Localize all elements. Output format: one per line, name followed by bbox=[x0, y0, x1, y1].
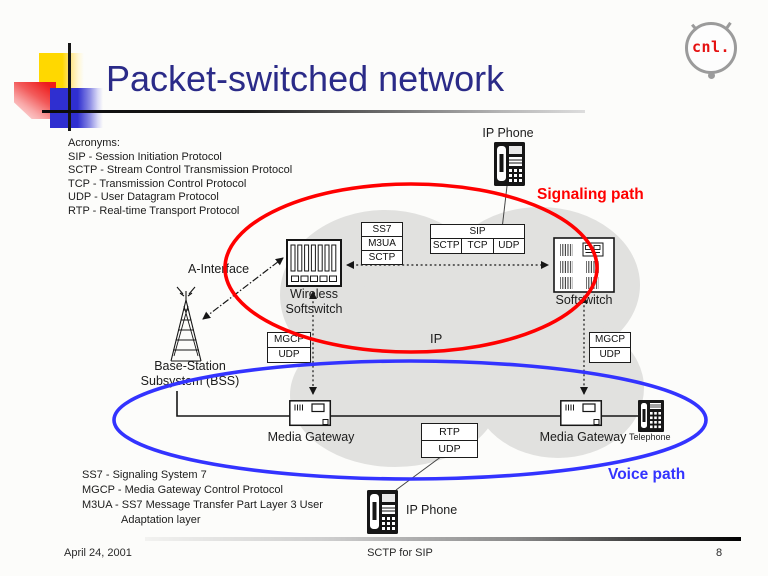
media-gateway-right-label: Media Gateway bbox=[539, 430, 627, 444]
protocol-cell: MGCP bbox=[595, 334, 625, 345]
signaling-path-label: Signaling path bbox=[537, 186, 644, 203]
title-underline bbox=[42, 110, 585, 113]
acronyms-heading: Acronyms: bbox=[68, 137, 120, 149]
protocol-cell: M3UA bbox=[362, 236, 402, 250]
acronym-item: UDP - User Datagram Protocol bbox=[68, 191, 219, 204]
media-gateway-right-icon bbox=[560, 400, 603, 427]
acronym-item: SCTP - Stream Control Transmission Proto… bbox=[68, 164, 293, 177]
acronym-item: MGCP - Media Gateway Control Protocol bbox=[82, 484, 283, 496]
ip-phone-bottom-icon bbox=[366, 489, 399, 535]
ip-phone-top-icon bbox=[493, 141, 526, 187]
ip-cloud-label: IP bbox=[430, 331, 443, 346]
protocol-cell: TCP bbox=[461, 239, 492, 253]
acronyms-top: Acronyms: SIP - Session Initiation Proto… bbox=[68, 137, 292, 219]
acronym-item: M3UA - SS7 Message Transfer Part Layer 3… bbox=[82, 499, 323, 511]
protocol-cell: SCTP bbox=[362, 250, 402, 264]
protocol-cell: MGCP bbox=[274, 334, 304, 345]
footer-page-number: 8 bbox=[716, 547, 723, 559]
footer-title: SCTP for SIP bbox=[367, 547, 433, 559]
media-gateway-left-icon bbox=[289, 400, 332, 427]
footer-date: April 24, 2001 bbox=[64, 547, 132, 559]
base-station-tower-icon bbox=[170, 286, 202, 362]
a-interface-label: A-Interface bbox=[188, 262, 250, 276]
rtp-udp-stack: RTP UDP bbox=[421, 423, 478, 458]
softswitch-icon bbox=[553, 237, 615, 293]
softswitch-label: Softswitch bbox=[555, 293, 613, 307]
cnl-logo: cnl. bbox=[685, 22, 737, 74]
acronym-item: RTP - Real-time Transport Protocol bbox=[68, 204, 240, 217]
acronyms-bottom: SS7 - Signaling System 7 MGCP - Media Ga… bbox=[82, 468, 323, 528]
mgcp-udp-stack-right: MGCP UDP bbox=[589, 332, 631, 363]
footer-rule bbox=[145, 537, 741, 541]
protocol-cell: RTP bbox=[439, 426, 460, 438]
protocol-cell: UDP bbox=[422, 440, 477, 457]
decor-blue-square bbox=[50, 88, 103, 128]
wireless-softswitch-label-line1: Wireless bbox=[290, 287, 338, 301]
telephone-label: Telephone bbox=[629, 432, 671, 442]
ip-phone-bottom-label: IP Phone bbox=[406, 503, 458, 517]
mgcp-udp-stack-left: MGCP UDP bbox=[267, 332, 311, 363]
acronym-item: Adaptation layer bbox=[121, 514, 201, 526]
bss-label-line2: Subsystem (BSS) bbox=[140, 374, 240, 388]
wireless-softswitch-label-line2: Softswitch bbox=[285, 302, 343, 316]
media-gateway-left-label: Media Gateway bbox=[267, 430, 355, 444]
acronym-item: SS7 - Signaling System 7 bbox=[82, 469, 207, 481]
protocol-cell: SIP bbox=[469, 226, 486, 237]
acronym-item: SIP - Session Initiation Protocol bbox=[68, 150, 222, 163]
protocol-cell: SCTP bbox=[432, 240, 460, 251]
telephone-icon bbox=[638, 400, 664, 432]
voice-path-label: Voice path bbox=[608, 466, 686, 483]
protocol-cell: SS7 bbox=[372, 224, 392, 235]
logo-dot bbox=[708, 72, 715, 79]
wireless-softswitch-icon bbox=[286, 239, 342, 287]
protocol-cell: UDP bbox=[268, 347, 310, 362]
ss7-m3ua-sctp-stack: SS7 M3UA SCTP bbox=[361, 222, 403, 265]
page-title: Packet-switched network bbox=[106, 58, 505, 99]
protocol-cell: UDP bbox=[590, 347, 630, 362]
ip-phone-top-label: IP Phone bbox=[482, 126, 534, 140]
protocol-cell: UDP bbox=[492, 239, 524, 253]
sip-stack: SIP SCTP TCP UDP bbox=[430, 224, 525, 254]
decor-vertical-line bbox=[68, 43, 71, 131]
acronym-item: TCP - Transmission Control Protocol bbox=[68, 177, 247, 190]
bss-label-line1: Base-Station bbox=[154, 359, 226, 373]
